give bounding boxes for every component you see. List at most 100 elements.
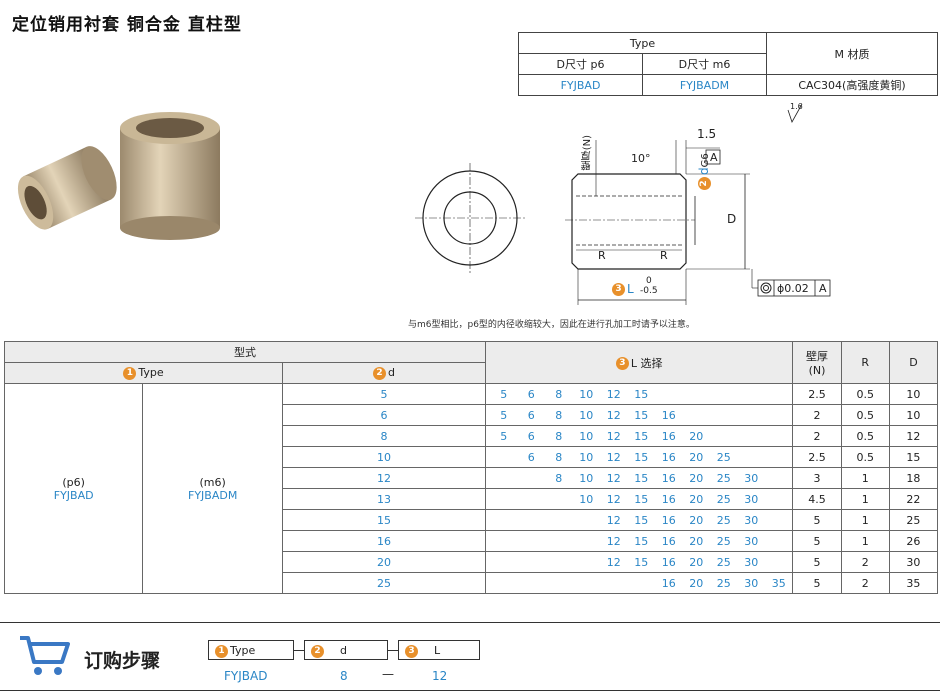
- header-type-text: Type: [138, 366, 164, 380]
- l-option: 16: [661, 408, 676, 422]
- l-option: 25: [716, 450, 731, 464]
- chamfer-dimension: 1.5: [697, 127, 717, 141]
- l-option: [490, 535, 518, 548]
- material-header: M 材质: [766, 32, 938, 75]
- l-option: 10: [579, 387, 594, 401]
- l-option: [517, 472, 545, 485]
- l-option: 25: [716, 471, 731, 485]
- l-option: 20: [689, 492, 704, 506]
- wall-cell: 2: [792, 404, 842, 426]
- r-cell: 0.5: [840, 425, 890, 447]
- d-cell: 6: [281, 404, 486, 426]
- m6-label: (m6): [199, 475, 226, 489]
- angle-dimension: 10°: [631, 152, 651, 165]
- l-option: 16: [661, 471, 676, 485]
- l-option: 20: [689, 576, 704, 590]
- l-option: [490, 472, 518, 485]
- l-option: 5: [500, 408, 508, 422]
- l-option: 10: [579, 450, 594, 464]
- l-option: 5: [500, 387, 508, 401]
- l-option: 20: [689, 450, 704, 464]
- wall-cell: 2.5: [792, 383, 842, 405]
- order-bottom-border: [0, 690, 940, 691]
- l-option: 16: [661, 492, 676, 506]
- length-tol-lower: -0.5: [640, 286, 658, 296]
- header-wall-unit: (N): [808, 364, 826, 377]
- outer-d-cell: 30: [888, 551, 939, 573]
- l-option: [517, 493, 545, 506]
- type-cell-m6: (m6)FYJBADM: [142, 383, 283, 594]
- outer-d-cell: 18: [888, 467, 939, 489]
- l-option: 30: [744, 576, 759, 590]
- concentricity-datum: A: [819, 282, 827, 295]
- l-option: [517, 556, 545, 569]
- l-option: 20: [689, 555, 704, 569]
- l-option: [627, 577, 655, 590]
- header-wall-text: 壁厚: [806, 350, 829, 363]
- l-option: [572, 577, 600, 590]
- d-cell: 20: [281, 551, 486, 573]
- l-option: [765, 472, 793, 485]
- wall-cell: 4.5: [792, 488, 842, 510]
- wall-cell: 3: [792, 467, 842, 489]
- wall-cell: 5: [792, 551, 842, 573]
- l-option: 20: [689, 534, 704, 548]
- order-box-l-text: L: [434, 644, 441, 657]
- l-option: [600, 577, 628, 590]
- l-option: 8: [555, 471, 563, 485]
- l-option: [737, 451, 765, 464]
- l-option: 12: [606, 387, 621, 401]
- p6-label: (p6): [62, 475, 85, 489]
- example-dash: —: [382, 667, 394, 681]
- r-cell: 1: [840, 467, 890, 489]
- l-option: [517, 577, 545, 590]
- l-option: 12: [606, 513, 621, 527]
- type-header: Type: [518, 32, 767, 54]
- l-option: 12: [606, 429, 621, 443]
- l-option: 6: [527, 450, 535, 464]
- outer-d-cell: 10: [888, 383, 939, 405]
- r-cell: 2: [840, 572, 890, 594]
- wall-cell: 2: [792, 425, 842, 447]
- concentricity-value: ϕ0.02: [777, 282, 809, 295]
- header-model: 型式: [4, 341, 486, 363]
- example-d: 8: [340, 669, 348, 683]
- order-box-d-text: d: [340, 644, 347, 657]
- l-option: 8: [555, 450, 563, 464]
- d-cell: 15: [281, 509, 486, 531]
- l-option: [710, 388, 738, 401]
- l-option: [490, 556, 518, 569]
- d-cell: 10: [281, 446, 486, 468]
- header-l-text: L 选择: [630, 356, 663, 370]
- l-option: 15: [634, 492, 649, 506]
- wall-cell: 5: [792, 572, 842, 594]
- l-option: [545, 514, 573, 527]
- m6-code: FYJBADM: [642, 74, 767, 96]
- l-symbol: L: [627, 282, 634, 296]
- r-cell: 0.5: [840, 446, 890, 468]
- l-option: 6: [527, 429, 535, 443]
- l-option: [572, 514, 600, 527]
- wall-cell: 5: [792, 530, 842, 552]
- d-cell: 5: [281, 383, 486, 405]
- surface-finish-label: 1.6: [790, 102, 803, 111]
- type-cell-p6: (p6)FYJBAD: [3, 383, 144, 594]
- l-option: 12: [606, 450, 621, 464]
- l-option: [572, 535, 600, 548]
- cart-icon: [20, 636, 70, 675]
- l-option: [572, 556, 600, 569]
- order-title: 订购步骤: [84, 650, 161, 672]
- marker-2: 2: [698, 177, 711, 190]
- l-option: [545, 535, 573, 548]
- l-option: 16: [661, 576, 676, 590]
